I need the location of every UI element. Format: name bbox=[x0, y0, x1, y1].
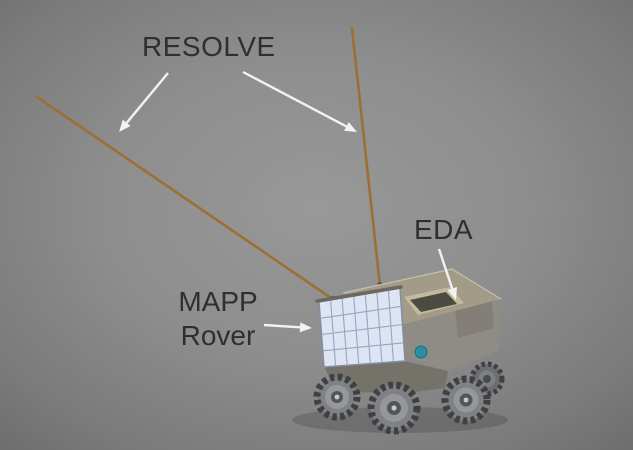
callout-arrows bbox=[119, 70, 457, 333]
mapp-arrow bbox=[263, 322, 312, 333]
arrow-shaft bbox=[242, 70, 347, 128]
arrow-shaft bbox=[437, 248, 454, 289]
antennas bbox=[35, 26, 383, 303]
wheel-left bbox=[313, 373, 361, 421]
rover-body bbox=[315, 268, 502, 393]
arrowhead-icon bbox=[447, 287, 457, 300]
eda-window bbox=[410, 292, 457, 312]
arrow-shaft bbox=[263, 323, 301, 329]
solar-panel-mount-bar bbox=[315, 285, 403, 303]
antenna-right bbox=[350, 26, 382, 288]
mapp-rover-label: MAPP Rover bbox=[166, 285, 270, 353]
rover-top-edge-highlight bbox=[342, 268, 502, 300]
solar-panel-grid bbox=[320, 289, 404, 367]
arrowhead-icon bbox=[119, 119, 131, 132]
wheel-hub bbox=[483, 375, 491, 383]
eda-label: EDA bbox=[414, 214, 474, 245]
mapp-rover-label-line2: Rover bbox=[180, 320, 256, 351]
rover-side-panel bbox=[455, 300, 494, 338]
antenna-left bbox=[35, 95, 336, 302]
arrowhead-icon bbox=[299, 322, 312, 333]
wheel-right bbox=[441, 375, 491, 425]
instrument-lens bbox=[414, 345, 428, 359]
resolve-arrow-left bbox=[119, 72, 169, 132]
resolve-arrow-right bbox=[242, 70, 357, 132]
wheel-hub-cap bbox=[334, 394, 340, 400]
resolve-label: RESOLVE bbox=[142, 31, 276, 62]
arrow-shaft bbox=[125, 72, 169, 124]
mapp-rover-label-line1: MAPP bbox=[178, 286, 258, 317]
wheel-middle bbox=[367, 381, 421, 435]
arrowhead-icon bbox=[344, 122, 357, 132]
wheel-hub-cap bbox=[463, 397, 469, 403]
eda-arrow bbox=[437, 248, 457, 300]
wheel-hub-cap bbox=[391, 405, 397, 411]
